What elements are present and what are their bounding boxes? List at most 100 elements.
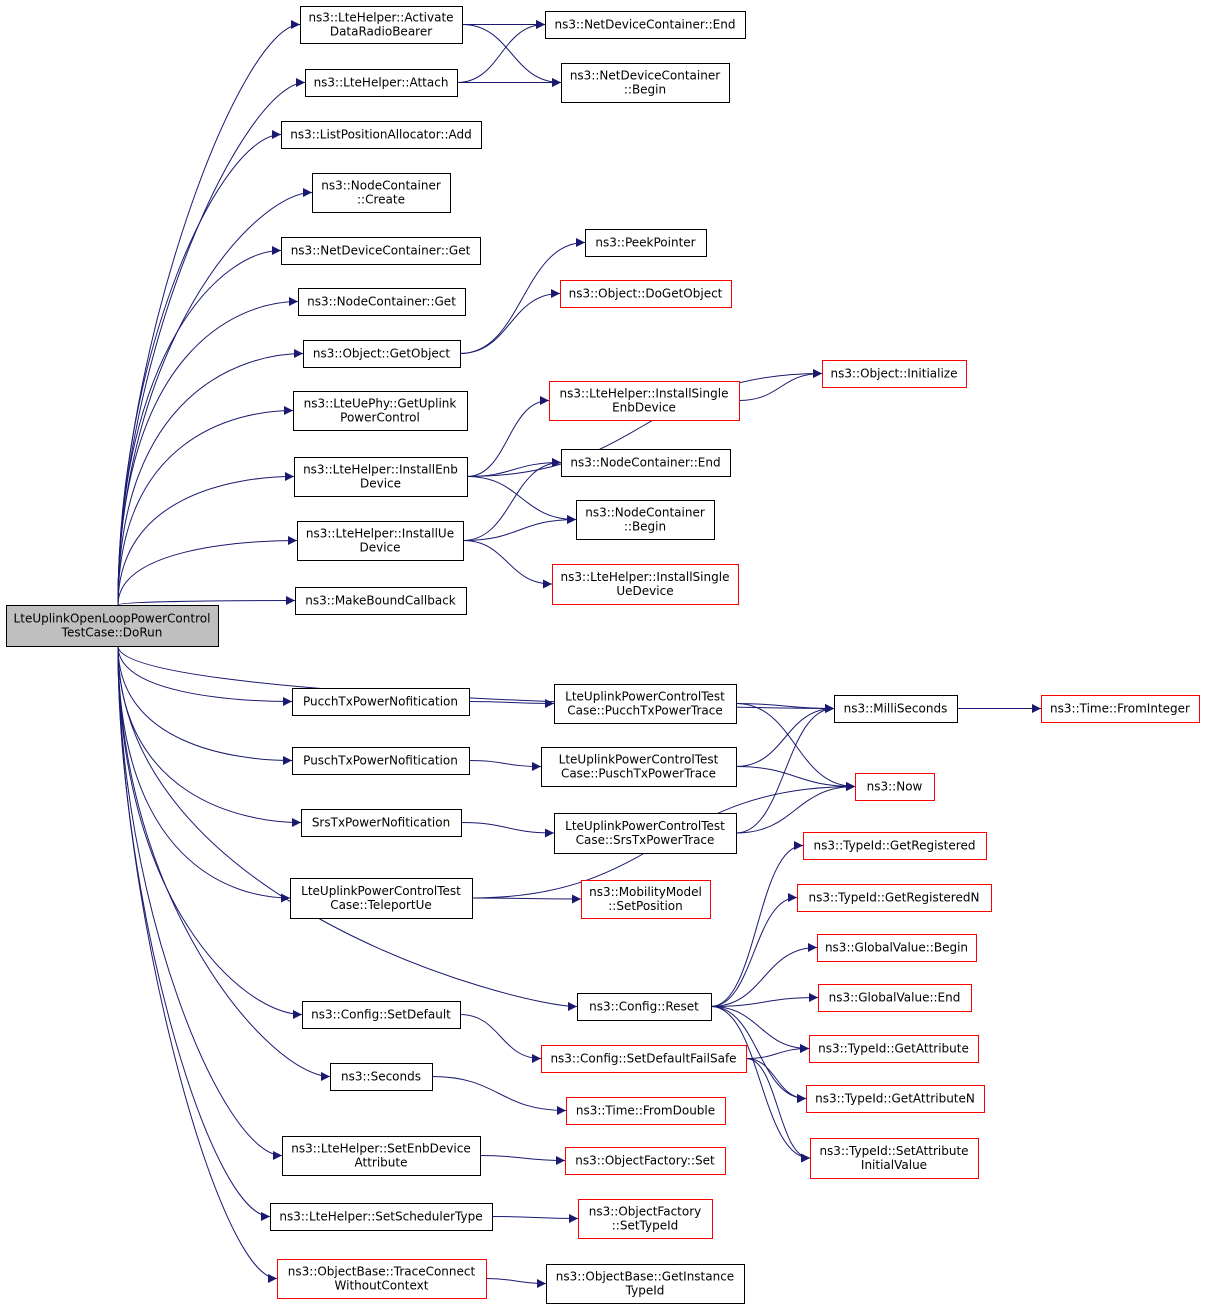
- edge-root-to-pucchnot: [117, 645, 293, 706]
- node-box: [566, 1097, 726, 1125]
- node-pucchnot[interactable]: PucchTxPowerNofitication: [292, 688, 470, 716]
- node-ncbegin[interactable]: ns3::NodeContainer::Begin: [576, 500, 715, 540]
- node-setposition[interactable]: ns3::MobilityModel::SetPosition: [581, 880, 711, 919]
- node-gvbegin[interactable]: ns3::GlobalValue::Begin: [817, 934, 977, 962]
- node-seconds[interactable]: ns3::Seconds: [330, 1063, 433, 1091]
- node-gvend[interactable]: ns3::GlobalValue::End: [818, 984, 972, 1012]
- node-now[interactable]: ns3::Now: [855, 773, 935, 801]
- node-box: [292, 688, 470, 716]
- edge-root-to-puschnot: [117, 645, 293, 765]
- node-fromdouble[interactable]: ns3::Time::FromDouble: [566, 1097, 726, 1125]
- node-label: ns3::LteHelper::Attach: [314, 76, 449, 90]
- node-box: [806, 1085, 985, 1113]
- node-factoryset[interactable]: ns3::ObjectFactory::Set: [565, 1147, 726, 1175]
- node-label: ns3::Config::Reset: [589, 1000, 699, 1014]
- node-ndcend[interactable]: ns3::NetDeviceContainer::End: [545, 11, 746, 39]
- node-box: [554, 684, 737, 724]
- node-label: ::SetPosition: [608, 899, 683, 913]
- node-box: [810, 1138, 979, 1179]
- edge-root-to-seconds: [117, 645, 331, 1081]
- edge-traceconnect-to-getinstance: [485, 1278, 547, 1288]
- node-ncget[interactable]: ns3::NodeContainer::Get: [298, 288, 466, 316]
- edge-installue-to-installsingleue: [462, 540, 553, 589]
- node-puschnot[interactable]: PuschTxPowerNofitication: [292, 747, 470, 775]
- node-label: ns3::TypeId::SetAttribute: [819, 1144, 968, 1158]
- node-srstrace[interactable]: LteUplinkPowerControlTestCase::SrsTxPowe…: [554, 813, 737, 854]
- node-reset[interactable]: ns3::Config::Reset: [577, 993, 712, 1021]
- edge-root-to-srsnot: [117, 645, 302, 827]
- node-puschtrace[interactable]: LteUplinkPowerControlTestCase::PuschTxPo…: [541, 747, 737, 787]
- node-label: EnbDevice: [612, 401, 676, 415]
- node-initialize[interactable]: ns3::Object::Initialize: [822, 360, 967, 388]
- edge-installsingleenb-to-initialize: [738, 369, 823, 401]
- node-getregisteredn[interactable]: ns3::TypeId::GetRegisteredN: [797, 884, 992, 912]
- node-getattributen[interactable]: ns3::TypeId::GetAttributeN: [806, 1085, 985, 1113]
- node-box: [294, 457, 468, 497]
- edge-root-to-getuplink: [117, 406, 294, 606]
- node-pucchtrace[interactable]: LteUplinkPowerControlTestCase::PucchTxPo…: [554, 684, 737, 724]
- node-box: [585, 229, 707, 257]
- edge-installenb-to-initialize: [466, 369, 823, 477]
- node-milli[interactable]: ns3::MilliSeconds: [834, 695, 958, 723]
- node-label: ns3::NodeContainer: [585, 506, 705, 520]
- node-label: Case::PuschTxPowerTrace: [561, 767, 716, 781]
- edge-reset-to-getregistered: [710, 841, 804, 1007]
- node-label: ns3::MobilityModel: [589, 885, 702, 899]
- node-setdefault[interactable]: ns3::Config::SetDefault: [302, 1001, 461, 1029]
- node-box: [809, 1035, 979, 1063]
- node-box: [312, 173, 451, 213]
- node-box: [305, 69, 458, 97]
- node-ndcget[interactable]: ns3::NetDeviceContainer::Get: [281, 237, 481, 265]
- node-ncend[interactable]: ns3::NodeContainer::End: [561, 449, 731, 477]
- node-teleport[interactable]: LteUplinkPowerControlTestCase::TeleportU…: [290, 878, 473, 919]
- edge-root-to-setsched: [117, 645, 271, 1221]
- node-label: ns3::LteHelper::InstallUe: [306, 527, 454, 541]
- node-getobject[interactable]: ns3::Object::GetObject: [303, 340, 461, 368]
- node-box: [581, 880, 711, 919]
- edge-getobject-to-dogetobject: [459, 289, 561, 354]
- node-label: ns3::NodeContainer: [321, 179, 441, 193]
- node-box: [6, 605, 219, 647]
- node-getregistered[interactable]: ns3::TypeId::GetRegistered: [803, 832, 987, 860]
- edge-root-to-setdefault: [117, 645, 303, 1019]
- edges-layer: [117, 20, 1041, 1288]
- node-nodecreate[interactable]: ns3::NodeContainer::Create: [312, 173, 451, 213]
- node-box: [576, 500, 715, 540]
- edge-root-to-traceconnect: [117, 645, 278, 1283]
- node-box: [561, 449, 731, 477]
- node-dogetobject[interactable]: ns3::Object::DoGetObject: [560, 280, 732, 308]
- edge-root-to-ndcget: [117, 246, 282, 606]
- node-label: LteUplinkPowerControlTest: [565, 690, 725, 704]
- node-ndcbegin[interactable]: ns3::NetDeviceContainer::Begin: [561, 63, 730, 103]
- node-label: ::Create: [357, 193, 405, 207]
- node-traceconnect[interactable]: ns3::ObjectBase::TraceConnectWithoutCont…: [277, 1259, 487, 1299]
- node-setdefaultfs[interactable]: ns3::Config::SetDefaultFailSafe: [541, 1045, 747, 1073]
- node-frominteger[interactable]: ns3::Time::FromInteger: [1041, 695, 1200, 723]
- node-getattribute[interactable]: ns3::TypeId::GetAttribute: [809, 1035, 979, 1063]
- edge-seconds-to-fromdouble: [431, 1076, 567, 1115]
- node-box: [541, 747, 737, 787]
- node-attach[interactable]: ns3::LteHelper::Attach: [305, 69, 458, 97]
- node-label: ns3::TypeId::GetAttribute: [818, 1042, 969, 1056]
- node-srsnot[interactable]: SrsTxPowerNofitication: [301, 809, 462, 837]
- node-label: SrsTxPowerNofitication: [312, 816, 450, 830]
- node-listpos[interactable]: ns3::ListPositionAllocator::Add: [281, 121, 482, 149]
- edge-root-to-teleport: [117, 645, 291, 903]
- node-box: [560, 280, 732, 308]
- node-label: DataRadioBearer: [330, 25, 432, 39]
- node-peek[interactable]: ns3::PeekPointer: [585, 229, 707, 257]
- node-setsched[interactable]: ns3::LteHelper::SetSchedulerType: [270, 1203, 493, 1231]
- node-settypeid[interactable]: ns3::ObjectFactory::SetTypeId: [578, 1199, 713, 1239]
- node-label: WithoutContext: [335, 1279, 429, 1293]
- node-makebound[interactable]: ns3::MakeBoundCallback: [295, 587, 467, 615]
